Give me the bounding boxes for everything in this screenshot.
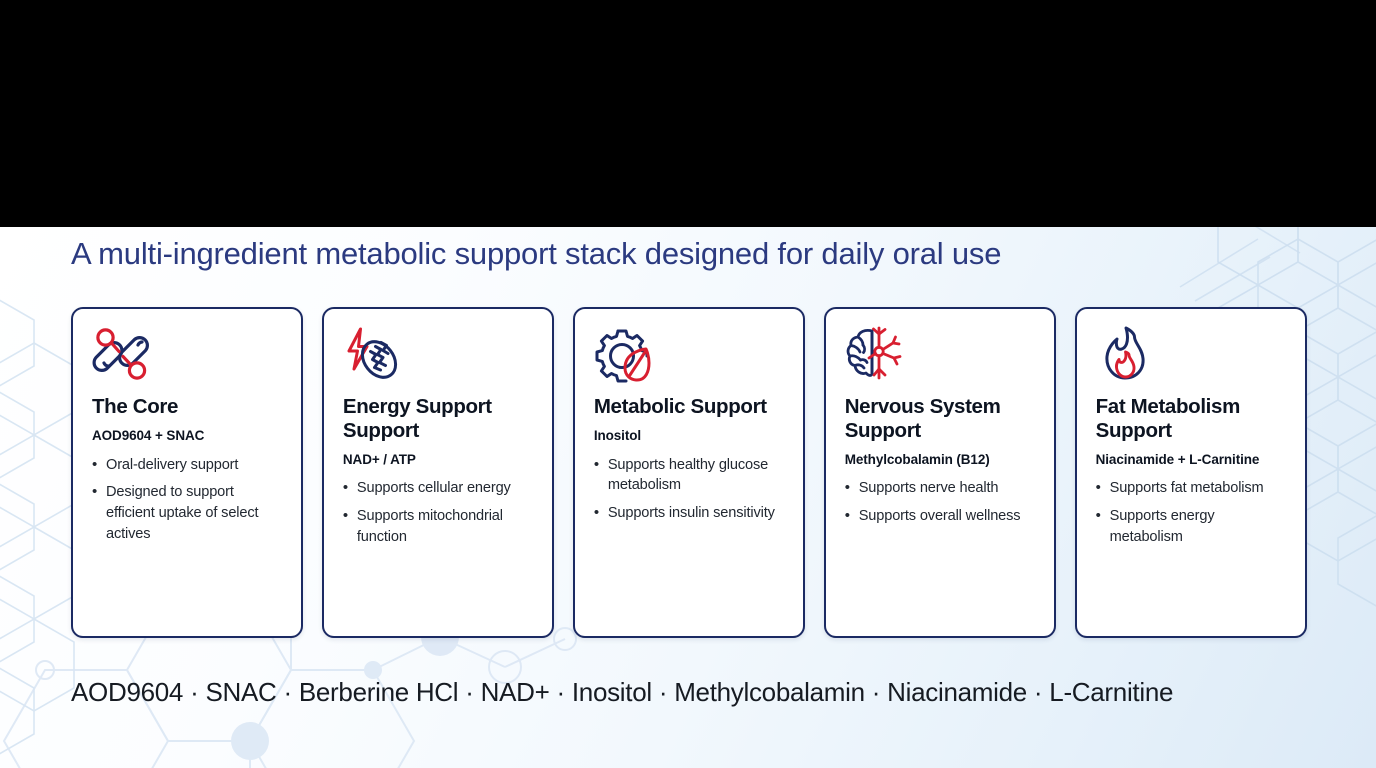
card-bullet-list: Supports healthy glucose metabolism Supp… [594,454,785,531]
ingredient-name: AOD9604 [71,677,184,707]
ingredient-name: NAD+ [480,677,550,707]
card-subtitle: Inositol [593,427,642,443]
card-title: The Core [92,395,179,418]
card-bullet-list: Supports cellular energy Supports mitoch… [343,477,534,554]
gear-leaf-icon [594,325,652,383]
letterbox-top-bar [0,0,1376,227]
card-bullet: Supports insulin sensitivity [594,502,785,524]
ingredient-name: SNAC [205,677,277,707]
card-title: Fat Metabolism Support [1095,395,1241,442]
ingredient-separator: · [658,677,668,707]
feature-card-row: The Core AOD9604 + SNAC Oral-delivery su… [71,307,1308,638]
card-subtitle: NAD+ / ATP [342,451,416,467]
ingredient-separator: · [190,677,199,707]
card-bullet: Supports cellular energy [343,477,534,499]
card-subtitle: Methylcobalamin (B12) [844,451,990,467]
crossed-capsules-icon [92,325,150,383]
slide-content: A multi-ingredient metabolic support sta… [0,227,1376,768]
card-bullet-list: Oral-delivery support Designed to suppor… [92,454,283,552]
card-subtitle: AOD9604 + SNAC [92,427,205,443]
ingredient-name: Inositol [571,677,652,707]
ingredient-name: Methylcobalamin [674,677,865,707]
page-title: A multi-ingredient metabolic support sta… [71,236,1002,271]
card-bullet: Supports overall wellness [845,505,1036,527]
flame-icon [1096,325,1154,383]
ingredient-separator: · [871,677,881,707]
feature-card-nervous-system-support[interactable]: Nervous System Support Methylcobalamin (… [823,307,1057,638]
card-bullet-list: Supports nerve health Supports overall w… [845,477,1036,533]
card-title: Nervous System Support [844,395,1001,442]
card-bullet-list: Supports fat metabolism Supports energy … [1096,477,1287,554]
ingredient-separator: · [556,677,566,707]
ingredient-name: Niacinamide [887,677,1027,707]
card-bullet: Designed to support efficient uptake of … [92,481,283,544]
ingredient-separator: · [283,677,293,707]
ingredient-name: Berberine HCl [298,677,459,707]
ingredient-separator: · [465,677,474,707]
ingredient-separator: · [1033,677,1043,707]
card-subtitle: Niacinamide + L-Carnitine [1095,451,1260,467]
feature-card-fat-metabolism-support[interactable]: Fat Metabolism Support Niacinamide + L-C… [1074,307,1308,638]
card-title: Metabolic Support [593,395,767,418]
ingredient-name: L-Carnitine [1049,677,1174,707]
lightning-mitochondria-icon [343,325,401,383]
card-bullet: Supports nerve health [845,477,1036,499]
card-bullet: Supports mitochondrial function [343,505,534,547]
card-bullet: Supports fat metabolism [1096,477,1287,499]
card-title: Energy Support Support [342,395,492,442]
brain-neuron-icon [845,325,903,383]
feature-card-energy-support[interactable]: Energy Support Support NAD+ / ATP Suppor… [321,307,555,638]
card-bullet: Oral-delivery support [92,454,283,476]
card-bullet: Supports energy metabolism [1096,505,1287,547]
ingredient-list: AOD9604·SNAC·Berberine HCl·NAD+·Inositol… [71,677,1321,708]
card-bullet: Supports healthy glucose metabolism [594,454,785,496]
feature-card-the-core[interactable]: The Core AOD9604 + SNAC Oral-delivery su… [71,307,304,638]
feature-card-metabolic-support[interactable]: Metabolic Support Inositol Supports heal… [572,307,806,638]
